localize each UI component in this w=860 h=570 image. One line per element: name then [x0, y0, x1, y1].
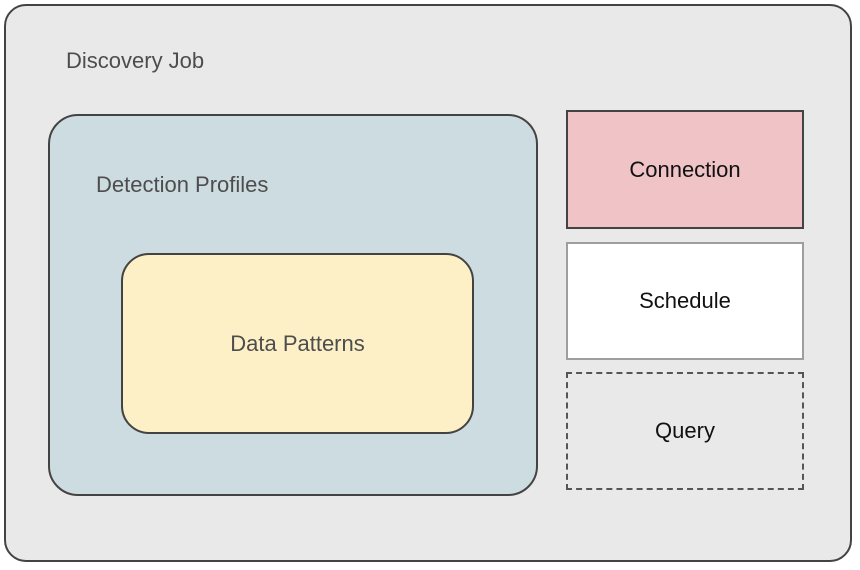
data-patterns-box: Data Patterns [121, 253, 474, 434]
schedule-label: Schedule [639, 288, 731, 313]
connection-label: Connection [629, 156, 741, 182]
detection-profiles-container: Detection Profiles Data Patterns [48, 114, 538, 496]
detection-profiles-label: Detection Profiles [96, 172, 269, 197]
discovery-job-container: Discovery Job Detection Profiles Data Pa… [4, 4, 852, 562]
discovery-job-label: Discovery Job [66, 48, 205, 73]
query-box: Query [566, 372, 804, 490]
data-patterns-label: Data Patterns [230, 330, 365, 356]
connection-box: Connection [566, 110, 804, 229]
schedule-box: Schedule [566, 242, 804, 360]
query-label: Query [655, 418, 715, 443]
